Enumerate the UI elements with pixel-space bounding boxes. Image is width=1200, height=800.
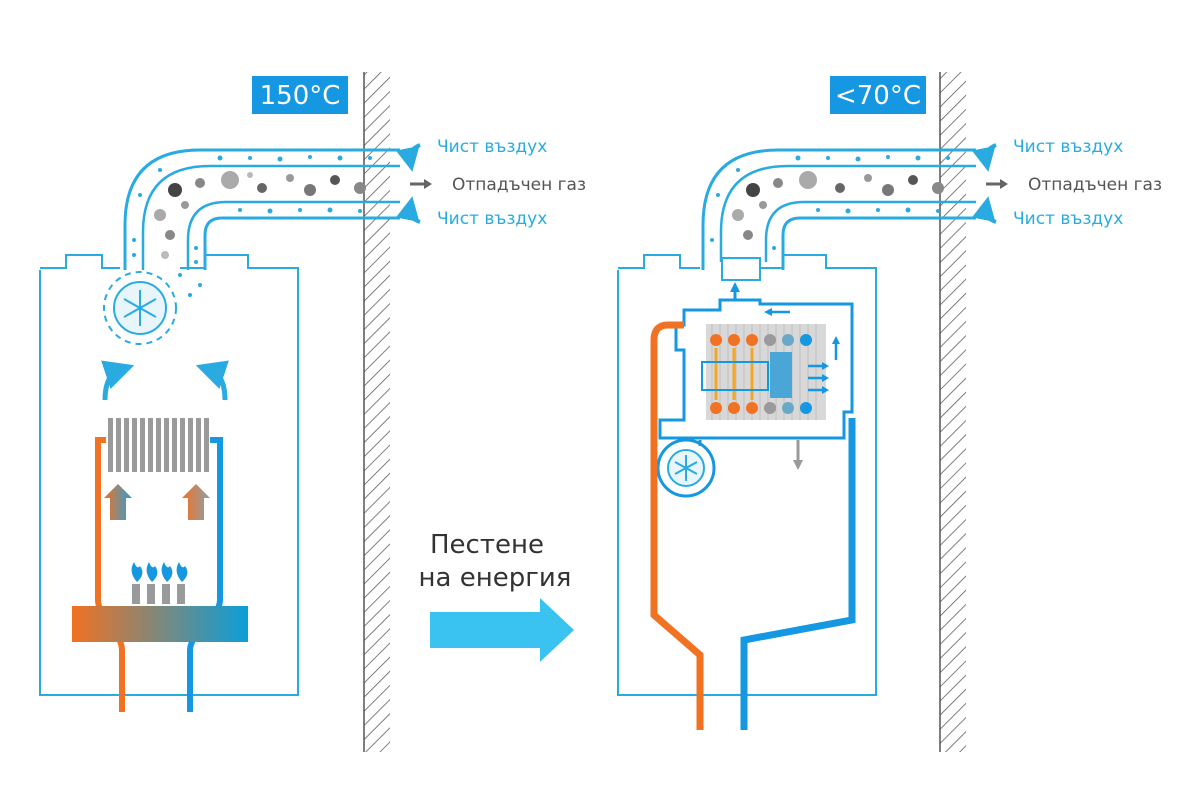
- left-exhaust-arrow-head: [424, 179, 432, 189]
- big-arrow-icon: [430, 598, 574, 662]
- right-exhaust-particles: [732, 171, 944, 240]
- right-flue-outer-bottom: [781, 216, 976, 270]
- right-tube-dots: [710, 334, 812, 414]
- right-flue-outer-top: [701, 148, 976, 270]
- left-hot-pipe: [95, 437, 125, 712]
- right-hot-pipe: [650, 321, 704, 730]
- left-heat-arrow-1: [104, 484, 132, 520]
- right-clean-air-top-label: Чист въздух: [1013, 137, 1123, 157]
- right-flow-arrows: [808, 342, 838, 392]
- left-burner-manifold: [72, 606, 248, 642]
- right-exhaust-up-arrow-head: [730, 282, 740, 292]
- right-air-arrow-top: [971, 143, 997, 172]
- left-cold-pipe: [187, 437, 223, 712]
- left-boiler-panel: 150°C: [39, 72, 586, 752]
- left-air-dots: [132, 155, 372, 297]
- right-flue-inner-bottom: [764, 200, 976, 262]
- left-flue-inner-top: [141, 164, 400, 270]
- right-exhaust-arrow-head: [1000, 179, 1008, 189]
- left-airflow-arrow-1: [101, 360, 135, 401]
- left-flue-outer-bottom: [203, 216, 400, 270]
- right-burner-block: [770, 352, 792, 398]
- right-flue-neck: [721, 257, 761, 281]
- left-exhaust-label: Отпадъчен газ: [452, 175, 586, 195]
- left-clean-air-top-label: Чист въздух: [437, 137, 547, 157]
- right-vertical-tubes: [714, 348, 754, 400]
- right-temperature-label: <70°C: [835, 81, 921, 111]
- left-exhaust-particles: [154, 171, 366, 259]
- left-temperature-label: 150°C: [260, 81, 341, 111]
- energy-saving-callout: Пестене на енергия: [419, 530, 574, 662]
- left-temperature-badge: [252, 76, 348, 114]
- right-flue-inner-top: [719, 164, 976, 262]
- left-wall-hatch: [364, 72, 390, 752]
- left-clean-air-bottom-label: Чист въздух: [437, 209, 547, 229]
- left-fan-icon: [103, 271, 177, 345]
- left-heat-exchanger: [106, 418, 210, 472]
- left-flue-outer-top: [123, 148, 400, 270]
- left-airflow-arrow-2: [195, 360, 229, 401]
- right-exhaust-label: Отпадъчен газ: [1028, 175, 1162, 195]
- right-clean-air-bottom-label: Чист въздух: [1013, 209, 1123, 229]
- left-flue-inner-bottom: [186, 200, 400, 270]
- right-air-arrow-bottom: [971, 196, 997, 224]
- right-top-return-arrow-head: [764, 308, 772, 316]
- left-heat-arrow-2: [182, 484, 210, 520]
- right-combustion-chamber: [701, 361, 769, 391]
- right-air-dots: [710, 155, 950, 250]
- caption-line-1: Пестене: [430, 530, 544, 560]
- right-temperature-badge: [830, 76, 926, 114]
- caption-line-2: на енергия: [419, 563, 572, 593]
- right-fan-icon: [656, 438, 716, 498]
- right-boiler-panel: <70°C: [617, 72, 1162, 752]
- right-flow-arrow-heads: [822, 336, 840, 394]
- left-air-arrow-top: [395, 143, 421, 172]
- right-condensate-drain-head: [793, 460, 803, 470]
- flame-icon: [131, 562, 188, 604]
- right-cold-pipe: [740, 418, 856, 730]
- right-wall-hatch: [940, 72, 966, 752]
- left-air-arrow-bottom: [395, 196, 421, 224]
